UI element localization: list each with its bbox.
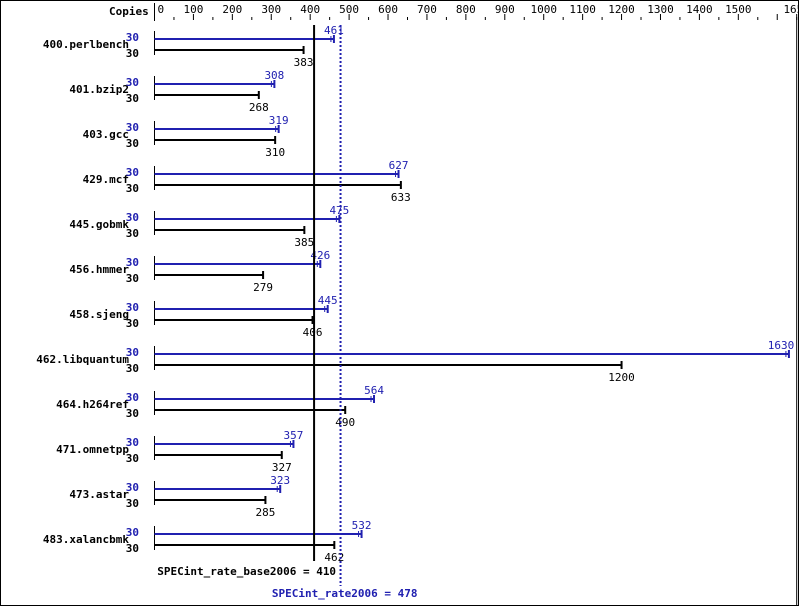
base-value-label: 1200 — [608, 371, 635, 384]
copies-label: 30 — [126, 407, 139, 420]
base-value-label: 310 — [265, 146, 285, 159]
peak-value-label: 564 — [364, 384, 384, 397]
copies-label: 30 — [126, 256, 139, 269]
base-value-label: 327 — [272, 461, 292, 474]
copies-label: 30 — [126, 362, 139, 375]
tick-label: 100 — [183, 3, 203, 16]
copies-label: 30 — [126, 211, 139, 224]
peak-value-label: 627 — [389, 159, 409, 172]
copies-label: 30 — [126, 31, 139, 44]
copies-label: 30 — [126, 391, 139, 404]
copies-label: 30 — [126, 317, 139, 330]
copies-label: 30 — [126, 166, 139, 179]
peak-value-label: 319 — [269, 114, 289, 127]
copies-label: 30 — [126, 452, 139, 465]
tick-label: 700 — [417, 3, 437, 16]
copies-label: 30 — [126, 301, 139, 314]
base-value-label: 633 — [391, 191, 411, 204]
category-label: 464.h264ref — [56, 398, 129, 411]
peak-value-label: 323 — [270, 474, 290, 487]
category-label: 473.astar — [69, 488, 129, 501]
category-label: 429.mcf — [83, 173, 129, 186]
category-label: 471.omnetpp — [56, 443, 129, 456]
base-reference-label: SPECint_rate_base2006 = 410 — [157, 565, 336, 578]
peak-value-label: 357 — [284, 429, 304, 442]
tick-label: 600 — [378, 3, 398, 16]
tick-label: 1300 — [647, 3, 674, 16]
copies-label: 30 — [126, 137, 139, 150]
peak-value-label: 308 — [264, 69, 284, 82]
copies-label: 30 — [126, 272, 139, 285]
category-label: 456.hmmer — [69, 263, 129, 276]
peak-value-label: 426 — [310, 249, 330, 262]
copies-label: 30 — [126, 92, 139, 105]
tick-label: 1000 — [530, 3, 557, 16]
category-label: 403.gcc — [83, 128, 129, 141]
copies-label: 30 — [126, 76, 139, 89]
tick-label: 1650 — [783, 3, 798, 16]
copies-label: 30 — [126, 121, 139, 134]
tick-label: 1100 — [569, 3, 596, 16]
copies-label: 30 — [126, 497, 139, 510]
copies-label: 30 — [126, 436, 139, 449]
category-label: 401.bzip2 — [69, 83, 129, 96]
copies-label: 30 — [126, 481, 139, 494]
copies-label: 30 — [126, 542, 139, 555]
base-value-label: 279 — [253, 281, 273, 294]
tick-label: 0 — [158, 3, 165, 16]
tick-label: 400 — [300, 3, 320, 16]
copies-label: 30 — [126, 47, 139, 60]
base-value-label: 383 — [294, 56, 314, 69]
tick-label: 800 — [456, 3, 476, 16]
copies-label: 30 — [126, 227, 139, 240]
base-value-label: 285 — [255, 506, 275, 519]
peak-value-label: 461 — [324, 24, 344, 37]
category-label: 458.sjeng — [69, 308, 129, 321]
tick-label: 1200 — [608, 3, 635, 16]
category-label: 400.perlbench — [43, 38, 129, 51]
base-value-label: 268 — [249, 101, 269, 114]
peak-reference-label: SPECint_rate2006 = 478 — [272, 587, 418, 600]
category-label: 462.libquantum — [36, 353, 129, 366]
tick-label: 1500 — [725, 3, 752, 16]
tick-label: 900 — [495, 3, 515, 16]
tick-label: 1400 — [686, 3, 713, 16]
base-value-label: 490 — [335, 416, 355, 429]
category-label: 445.gobmk — [69, 218, 129, 231]
peak-value-label: 475 — [329, 204, 349, 217]
copies-label: 30 — [126, 346, 139, 359]
base-value-label: 385 — [294, 236, 314, 249]
base-value-label: 462 — [324, 551, 344, 564]
tick-label: 500 — [339, 3, 359, 16]
copies-label: 30 — [126, 526, 139, 539]
tick-label: 200 — [222, 3, 242, 16]
copies-label: 30 — [126, 182, 139, 195]
tick-label: 300 — [261, 3, 281, 16]
peak-value-label: 445 — [318, 294, 338, 307]
base-value-label: 406 — [303, 326, 323, 339]
peak-value-label: 532 — [352, 519, 372, 532]
category-label: 483.xalancbmk — [43, 533, 129, 546]
peak-value-label: 1630 — [768, 339, 795, 352]
axis-label: Copies — [109, 5, 149, 18]
